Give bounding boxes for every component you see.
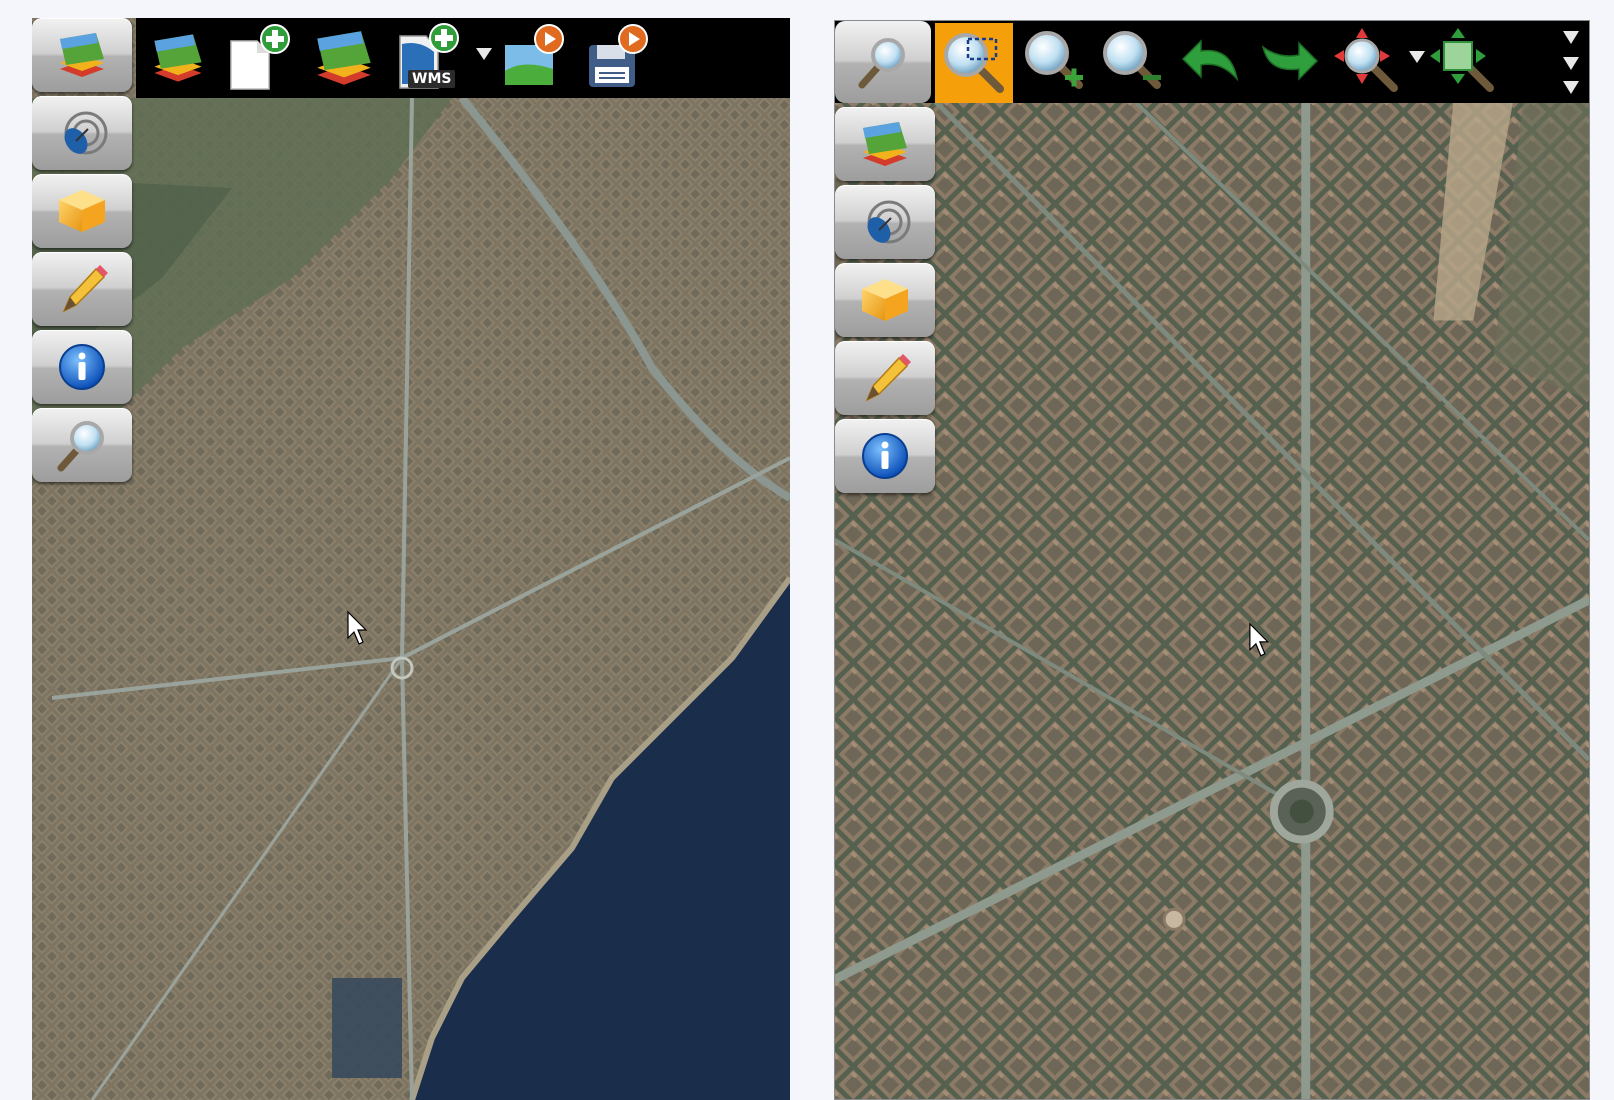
zoom-in-tool[interactable] [1019, 25, 1091, 97]
chevron-down-icon[interactable] [1563, 81, 1579, 94]
save-export-icon [589, 24, 648, 87]
geometry-tool[interactable] [32, 174, 132, 248]
export-image-button[interactable] [498, 22, 570, 94]
pencil-icon [865, 354, 911, 402]
chevron-down-icon[interactable] [1563, 31, 1579, 44]
right-top-toolbar [835, 21, 1589, 103]
edit-tool[interactable] [32, 252, 132, 326]
satellite-dish-icon [64, 111, 108, 155]
map-view-right[interactable] [835, 21, 1589, 1099]
geometry-tool[interactable] [835, 263, 935, 337]
aerial-map-left[interactable] [32, 18, 790, 1100]
left-map-panel: WMS [32, 18, 790, 1100]
left-top-toolbar: WMS [136, 18, 790, 98]
pan-tool[interactable] [1331, 25, 1403, 97]
zoom-out-tool[interactable] [1097, 25, 1169, 97]
info-icon [59, 344, 105, 390]
layers-tool[interactable] [835, 107, 935, 181]
zoom-out-icon [1103, 31, 1161, 89]
magnifier-icon [57, 421, 104, 472]
magnifier-icon [858, 38, 905, 89]
zoom-window-tool[interactable] [935, 23, 1013, 103]
layers-add-icon [317, 31, 371, 85]
info-icon [862, 433, 908, 479]
layers-icon [863, 122, 907, 166]
zoom-extent-tool[interactable] [1427, 25, 1499, 97]
chevron-down-icon[interactable] [476, 48, 492, 60]
zoom-window-icon [944, 33, 1004, 93]
add-wms-button[interactable]: WMS [392, 22, 464, 94]
search-tool[interactable] [32, 408, 132, 482]
layers-icon [154, 34, 202, 82]
pencil-icon [62, 265, 108, 313]
aerial-map-right[interactable] [835, 21, 1589, 1099]
new-layer-button[interactable] [222, 22, 294, 94]
right-map-panel [834, 20, 1590, 1100]
zoom-extent-icon [1430, 28, 1494, 92]
edit-tool[interactable] [835, 341, 935, 415]
layers-icon [60, 33, 104, 77]
gps-tool[interactable] [32, 96, 132, 170]
map-view-left[interactable] [32, 18, 790, 1100]
layers-tool[interactable] [32, 18, 132, 92]
zoom-in-icon [1025, 31, 1083, 89]
info-tool[interactable] [32, 330, 132, 404]
new-document-add-icon [230, 24, 290, 90]
left-side-toolbar [32, 18, 136, 486]
undo-button[interactable] [1175, 25, 1247, 97]
save-button[interactable] [582, 22, 654, 94]
navigation-tool[interactable] [835, 21, 931, 103]
undo-arrow-icon [1181, 39, 1239, 82]
layers-button[interactable] [142, 22, 214, 94]
info-tool[interactable] [835, 419, 935, 493]
box-icon [59, 190, 105, 232]
redo-arrow-icon [1261, 41, 1319, 81]
gps-tool[interactable] [835, 185, 935, 259]
box-icon [862, 279, 908, 321]
redo-button[interactable] [1253, 25, 1325, 97]
pan-icon [1334, 28, 1398, 92]
add-layers-button[interactable] [308, 22, 380, 94]
chevron-down-icon[interactable] [1409, 51, 1425, 63]
wms-label: WMS [408, 70, 456, 88]
right-side-toolbar [835, 107, 939, 497]
satellite-dish-icon [867, 200, 911, 244]
image-export-icon [505, 24, 564, 85]
chevron-down-icon[interactable] [1563, 57, 1579, 70]
